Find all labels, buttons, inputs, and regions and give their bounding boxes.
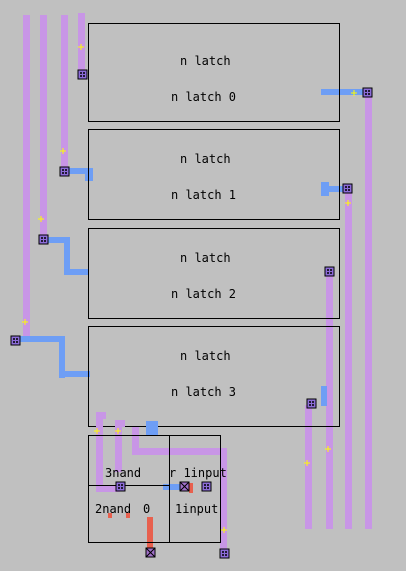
- wire-metal1-right-1[interactable]: [365, 93, 372, 529]
- port-marker: [345, 200, 351, 206]
- port-marker: [38, 216, 44, 222]
- port-marker: [94, 428, 100, 434]
- wire-poly-gate-2[interactable]: [189, 483, 193, 493]
- nand3-type-label: 3nand: [105, 466, 142, 480]
- wire-metal2-jog-2[interactable]: [47, 237, 69, 243]
- wire-metal1-left-2[interactable]: [40, 15, 47, 240]
- wire-poly-gate-4[interactable]: [126, 513, 130, 518]
- wire-metal1-gate-3[interactable]: [132, 427, 139, 455]
- port-marker: [221, 527, 227, 533]
- via-contact[interactable]: [115, 481, 126, 492]
- wire-metal2-jog-1[interactable]: [68, 168, 88, 174]
- wire-metal1-gate-2[interactable]: [115, 420, 122, 472]
- via-group: [10, 69, 373, 559]
- nand2-type-label: 2nand: [95, 502, 132, 516]
- port-marker: [115, 428, 121, 434]
- wire-metal2-jog-2b[interactable]: [64, 237, 70, 275]
- poly-contact[interactable]: [145, 547, 156, 558]
- port-marker: [22, 319, 28, 325]
- via-contact[interactable]: [219, 548, 230, 559]
- wire-metal1-gate-2b[interactable]: [115, 420, 125, 427]
- wire-metal1-right-4[interactable]: [305, 405, 312, 529]
- wire-metal1-left-1[interactable]: [23, 15, 30, 341]
- latch-cell-2[interactable]: [88, 228, 340, 319]
- port-marker: [304, 460, 310, 466]
- wire-metal2-right-top[interactable]: [321, 89, 367, 95]
- wire-metal1-gate-1b[interactable]: [96, 412, 106, 419]
- wire-poly-gate-1[interactable]: [147, 517, 153, 551]
- port-marker: [325, 446, 331, 452]
- poly-contact[interactable]: [179, 481, 190, 492]
- port-marker: [78, 44, 84, 50]
- wire-metal1-right-3[interactable]: [326, 272, 333, 529]
- port-markers: [22, 44, 357, 533]
- wire-metal2-jog-3c[interactable]: [59, 371, 90, 377]
- wire-metal1-gate-3c[interactable]: [220, 448, 227, 553]
- via-contact[interactable]: [362, 87, 373, 98]
- latch-cell-1[interactable]: [88, 129, 340, 220]
- latch-1-instance-label: n latch 1: [171, 188, 237, 202]
- latch-0-type-label: n latch: [180, 54, 231, 68]
- via-contact[interactable]: [201, 481, 212, 492]
- via-contact[interactable]: [324, 266, 335, 277]
- nand2-instance-label: 0: [143, 502, 151, 516]
- latch-2-type-label: n latch: [180, 251, 231, 265]
- wire-metal2-jog-3[interactable]: [15, 336, 65, 342]
- wire-metal1-gate-1[interactable]: [96, 412, 103, 492]
- wire-metal1-gate-3b[interactable]: [132, 448, 227, 455]
- port-marker: [60, 148, 66, 154]
- via-contact[interactable]: [342, 183, 353, 194]
- wire-poly-gate-3[interactable]: [108, 513, 112, 518]
- wire-metal2-right-2b[interactable]: [321, 186, 345, 192]
- latch-cell-0[interactable]: [88, 23, 340, 122]
- latch-0-instance-label: n latch 0: [171, 90, 237, 104]
- wire-metal2-gate-4[interactable]: [146, 421, 158, 435]
- inverter-type-label: r 1input: [169, 466, 227, 480]
- via-contact[interactable]: [10, 335, 21, 346]
- via-contact[interactable]: [38, 234, 49, 245]
- latch-2-instance-label: n latch 2: [171, 287, 237, 301]
- inverter-cell[interactable]: [169, 435, 221, 543]
- wire-metal1-left-3[interactable]: [61, 15, 68, 173]
- wire-metal2-right-4[interactable]: [321, 386, 327, 406]
- wire-metal2-jog-3b[interactable]: [59, 336, 65, 378]
- inverter-instance-label: 1input: [175, 502, 219, 516]
- latch-cell-3[interactable]: [88, 326, 340, 427]
- port-marker: [351, 90, 357, 96]
- wire-metal2-jog-2c[interactable]: [64, 269, 89, 275]
- latch-3-instance-label: n latch 3: [171, 385, 237, 399]
- via-contact[interactable]: [59, 166, 70, 177]
- latch-3-type-label: n latch: [180, 349, 231, 363]
- wire-metal1-right-2[interactable]: [345, 190, 352, 529]
- via-contact[interactable]: [306, 398, 317, 409]
- wire-metal2-gate-5[interactable]: [163, 484, 185, 490]
- wire-metal1-gate-1c[interactable]: [96, 485, 120, 492]
- latch-1-type-label: n latch: [180, 152, 231, 166]
- via-contact[interactable]: [77, 69, 88, 80]
